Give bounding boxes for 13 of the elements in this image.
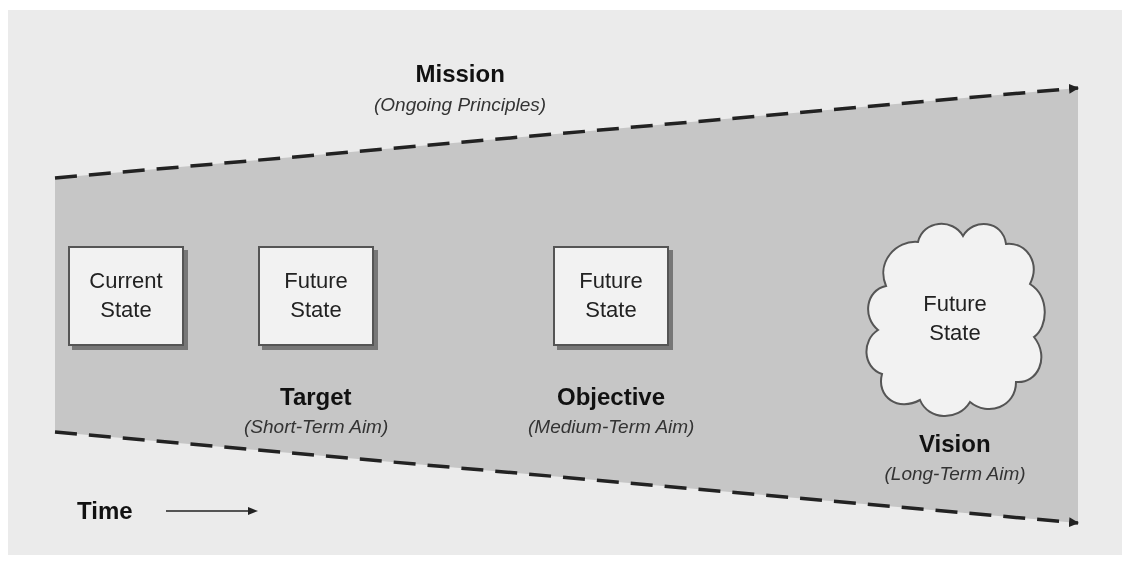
mission-subtitle: (Ongoing Principles) (374, 94, 547, 116)
mission-title: Mission (415, 60, 505, 88)
state-label: Future State (283, 267, 349, 324)
stage-title: Vision (919, 430, 991, 458)
state-label: Future State (578, 267, 644, 324)
aim-subtitle: (Long-Term Aim) (884, 463, 1026, 485)
state-label: Current State (88, 267, 164, 324)
state-label: Future State (922, 290, 988, 347)
axis-label: Time (77, 497, 133, 525)
aim-subtitle: (Medium-Term Aim) (528, 416, 695, 438)
stage-title: Objective (557, 383, 666, 411)
stage-title: Target (280, 383, 352, 411)
aim-subtitle: (Short-Term Aim) (244, 416, 389, 438)
